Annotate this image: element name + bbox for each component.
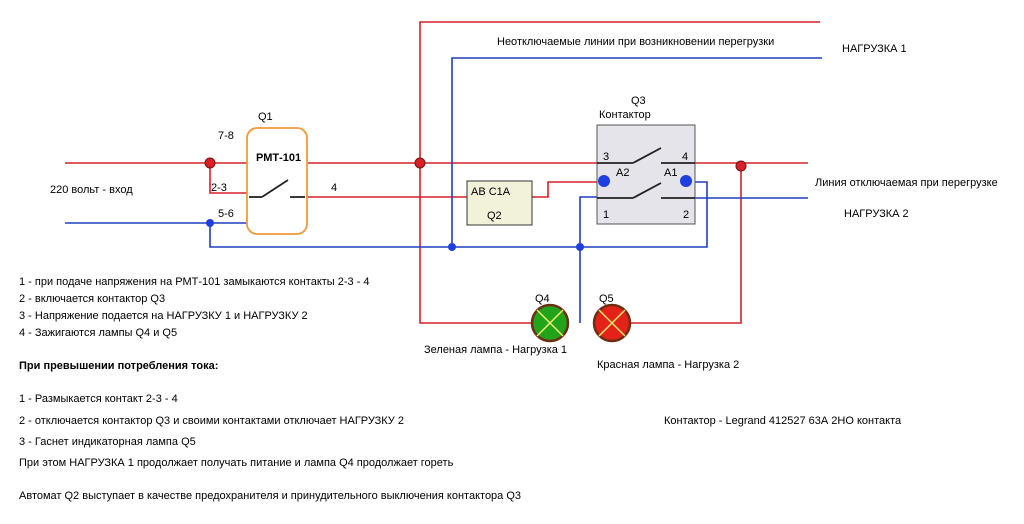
contactor-pin-4: 4 xyxy=(682,151,688,163)
load2-label: НАГРУЗКА 2 xyxy=(844,208,909,220)
breaker-id-label: Q2 xyxy=(487,210,502,222)
contactor-pin-2: 2 xyxy=(683,209,689,221)
lamp-q5: Q5 Красная лампа - Нагрузка 2 xyxy=(592,293,739,371)
red-lamp-phase-wire xyxy=(630,163,742,324)
lamp-q5-label: Красная лампа - Нагрузка 2 xyxy=(597,359,739,371)
note-ov2: 2 - отключается контактор Q3 и своими ко… xyxy=(19,415,404,427)
coil-terminal-a2 xyxy=(598,175,610,187)
relay-pin-56: 5-6 xyxy=(218,208,234,220)
lamp-q4: Q4 Зеленая лампа - Нагрузка 1 xyxy=(424,293,570,356)
contactor-top-blade xyxy=(632,147,662,164)
neutral-to-contactor xyxy=(579,196,597,323)
relay-box xyxy=(246,127,308,235)
neutral-bus xyxy=(209,181,708,248)
footer-note: Автомат Q2 выступает в качестве предохра… xyxy=(19,490,522,502)
contactor-model-note: Контактор - Legrand 412527 63А 2НО конта… xyxy=(664,415,902,427)
note-ov4: При этом НАГРУЗКА 1 продолжает получать … xyxy=(19,457,454,469)
note-ov1: 1 - Размыкается контакт 2-3 - 4 xyxy=(19,393,178,405)
contactor-pin-1: 1 xyxy=(603,209,609,221)
contactor-a2-label: A2 xyxy=(616,167,629,179)
input-label: 220 вольт - вход xyxy=(50,184,133,196)
contactor-a1-label: A1 xyxy=(664,167,677,179)
contactor-name-label: Контактор xyxy=(599,109,651,121)
breaker-to-a2-wire xyxy=(532,181,603,198)
junction-dot xyxy=(204,157,216,169)
relay-contact-blade xyxy=(261,179,289,198)
switched-line-label: Линия отключаемая при перегрузке xyxy=(815,177,998,189)
neutral-wires xyxy=(65,57,822,323)
relay-pin-23: 2-3 xyxy=(211,182,227,194)
junction-dot xyxy=(448,243,456,251)
overload-title: При превышении потребления тока: xyxy=(19,360,219,372)
contactor-pin-3: 3 xyxy=(603,151,609,163)
note-step1: 1 - при подаче напряжения на РМТ-101 зам… xyxy=(19,276,370,288)
unswitched-neutral-riser xyxy=(451,57,822,247)
note-step2: 2 - включается контактор Q3 xyxy=(19,293,166,305)
junction-dot xyxy=(576,243,584,251)
junction-dot xyxy=(735,160,747,172)
relay-pin-4: 4 xyxy=(331,182,337,194)
coil-terminal-a1 xyxy=(680,175,692,187)
lamp-q4-id: Q4 xyxy=(535,293,550,305)
contactor-bottom-blade xyxy=(632,182,662,199)
lamp-q5-id: Q5 xyxy=(599,293,614,305)
relay-model-label: РМТ-101 xyxy=(256,152,301,164)
junctions xyxy=(204,157,747,251)
junction-dot xyxy=(206,219,214,227)
breaker-box xyxy=(466,180,533,226)
note-step4: 4 - Зажигаются лампы Q4 и Q5 xyxy=(19,327,178,339)
contactor-id-label: Q3 xyxy=(631,95,646,107)
relay-id-label: Q1 xyxy=(258,111,273,123)
breaker-model-label: АВ С1А xyxy=(471,186,511,198)
breaker-q2: АВ С1А Q2 xyxy=(466,180,533,226)
relay-q1: РМТ-101 Q1 7-8 2-3 5-6 4 xyxy=(211,111,337,235)
note-ov3: 3 - Гаснет индикаторная лампа Q5 xyxy=(19,436,196,448)
note-step3: 3 - Напряжение подается на НАГРУЗКУ 1 и … xyxy=(19,310,308,322)
load1-label: НАГРУЗКА 1 xyxy=(842,43,907,55)
junction-dot xyxy=(414,157,426,169)
unswitched-lines-note: Неотключаемые линии при возникновении пе… xyxy=(497,36,774,48)
phase-wires xyxy=(65,21,820,324)
relay-pin-78: 7-8 xyxy=(218,130,234,142)
lamp-q4-label: Зеленая лампа - Нагрузка 1 xyxy=(424,344,567,356)
contactor-box xyxy=(596,124,696,225)
unswitched-phase-riser xyxy=(419,21,820,163)
green-lamp-phase-wire xyxy=(419,163,531,324)
phase-branch-relay xyxy=(209,163,262,194)
contactor-q3: Q3 Контактор 3 4 A2 A1 1 2 xyxy=(596,95,696,225)
